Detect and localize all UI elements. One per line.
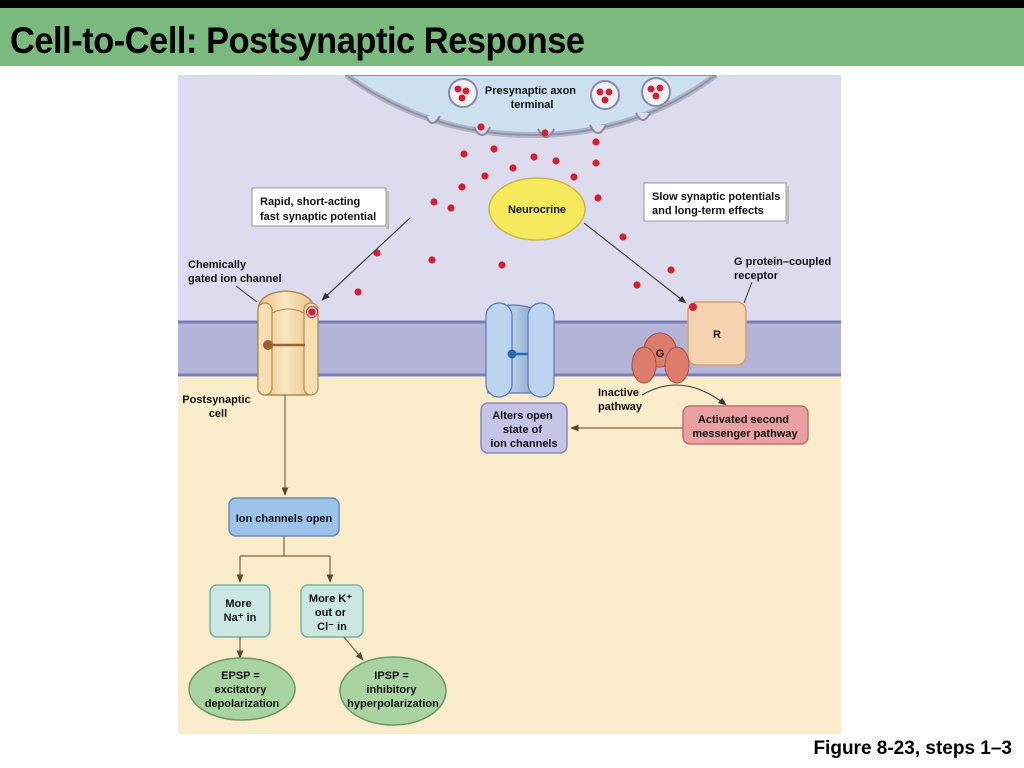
svg-text:Rapid, short-acting fast: Rapid, short-acting fast synaptic potent…: [260, 196, 376, 223]
neurotransmitter-dot: [509, 164, 517, 172]
neurotransmitter-dot: [592, 138, 600, 146]
title-bar: Cell-to-Cell: Postsynaptic Response: [0, 8, 1024, 66]
neurotransmitter-dot: [570, 173, 578, 181]
svg-text:Alters open state of: Alters open state of ion channels: [490, 410, 557, 450]
neurotransmitter-dot: [592, 159, 600, 167]
neurotransmitter-dot: [541, 129, 549, 137]
chemically-gated-ion-channel: [257, 290, 319, 396]
ipsp-ellipse: IPSP = inhibitory hyperpolarization: [339, 656, 447, 726]
second-messenger-box: Activated second messenger pathway: [682, 405, 809, 445]
neurotransmitter-dot: [428, 256, 436, 264]
neurotransmitter-dot: [354, 288, 362, 296]
svg-text:G: G: [656, 348, 665, 360]
svg-text:EPSP = excitatory: EPSP = excitatory depolarization: [205, 670, 280, 710]
neurotransmitter-dot: [458, 183, 466, 191]
more-na-box: More Na⁺ in: [209, 584, 271, 638]
neurotransmitter-dot: [594, 194, 602, 202]
neurotransmitter-dot: [619, 233, 627, 241]
svg-text:Ion channels open: Ion channels open: [236, 513, 333, 525]
neurotransmitter-dot: [633, 281, 641, 289]
g-protein: G: [631, 332, 690, 384]
neurotransmitter-dot: [481, 172, 489, 180]
alters-ion-channels-box: Alters open state of ion channels: [480, 402, 568, 454]
synaptic-vesicles: [448, 77, 671, 110]
neurotransmitter-dot: [460, 150, 468, 158]
gpcr-label: G protein–coupled receptor: [734, 256, 834, 282]
activation-arrow: [641, 384, 727, 406]
inactive-pathway-label: Inactive pathway: [598, 387, 643, 413]
gated-channel-label: Chemically gated ion channel: [188, 259, 282, 285]
svg-text:More Na⁺ in: More Na⁺ in: [224, 598, 257, 624]
neurotransmitter-dot: [552, 157, 560, 165]
g-protein-coupled-receptor: R: [687, 301, 747, 366]
epsp-ellipse: EPSP = excitatory depolarization: [188, 657, 296, 721]
slow-arrow: [583, 222, 687, 304]
neurotransmitter-dot: [667, 266, 675, 274]
fast-arrow: [321, 217, 411, 301]
presynaptic-label: Presynaptic axon terminal: [485, 85, 579, 111]
ion-channel-blue: [485, 302, 555, 398]
top-border: [0, 0, 1024, 8]
neurotransmitter-dot: [430, 198, 438, 206]
neurocrine-label: Neurocrine: [508, 204, 566, 216]
neurotransmitter-dot: [498, 261, 506, 269]
presynaptic-axon-terminal: Presynaptic axon terminal: [344, 75, 718, 139]
neurotransmitter-dot: [447, 204, 455, 212]
svg-text:R: R: [713, 329, 721, 341]
more-k-cl-box: More K⁺ out or Cl⁻ in: [300, 584, 364, 638]
slow-synaptic-box: Slow synaptic potentials and long-term e…: [643, 182, 789, 224]
svg-text:More K⁺ out or Cl⁻: More K⁺ out or Cl⁻ in: [309, 593, 355, 633]
svg-text:IPSP = inhibitory: IPSP = inhibitory hyperpolarization: [347, 670, 439, 710]
fast-synaptic-box: Rapid, short-acting fast synaptic potent…: [251, 187, 389, 229]
synapse-diagram: Presynaptic axon terminal Neurocrine Rap…: [178, 75, 841, 734]
neurotransmitter-dot: [477, 123, 485, 131]
postsynaptic-cell-label: Postsynaptic cell: [182, 394, 254, 420]
figure-caption: Figure 8-23, steps 1–3: [813, 738, 1012, 759]
svg-text:Slow synaptic potentials: Slow synaptic potentials and long-term e…: [652, 191, 783, 217]
neurocrine-ellipse: [488, 177, 586, 241]
neurotransmitter-dot: [530, 153, 538, 161]
slide-title: Cell-to-Cell: Postsynaptic Response: [10, 20, 585, 61]
svg-text:Activated second messeng: Activated second messenger pathway: [692, 414, 798, 440]
ion-channels-open-box: Ion channels open: [228, 497, 340, 537]
neurotransmitter-dot: [490, 145, 498, 153]
